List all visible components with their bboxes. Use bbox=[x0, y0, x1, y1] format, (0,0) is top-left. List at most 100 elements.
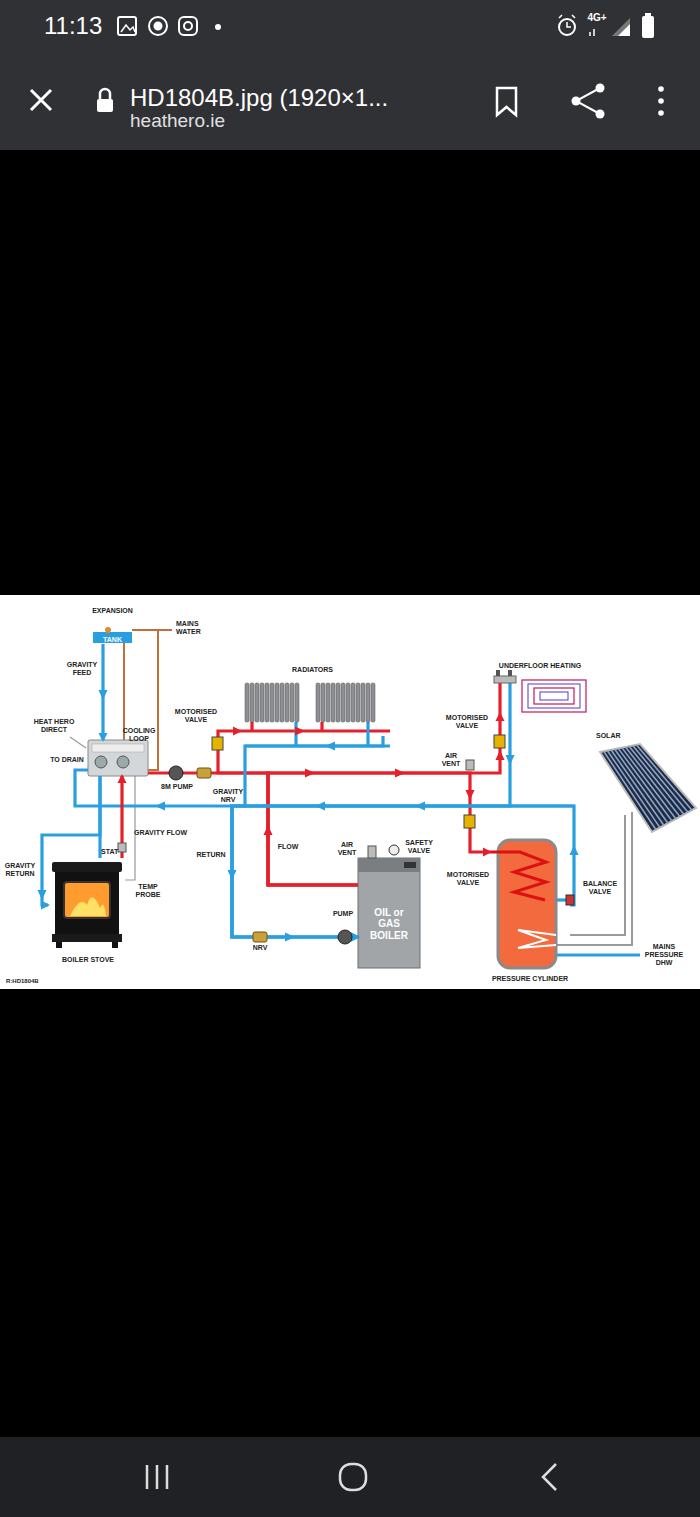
toolbar-icons bbox=[658, 98, 664, 104]
boiler-stove-figure bbox=[52, 862, 122, 948]
underfloor-figure bbox=[508, 670, 512, 676]
underfloor-figure bbox=[522, 680, 586, 712]
radiators: RADIATORS bbox=[240, 666, 385, 736]
pressure-cylinder: PRESSURE CYLINDER bbox=[490, 838, 570, 983]
boiler-stove-figure bbox=[52, 934, 122, 942]
toolbar-icons bbox=[658, 110, 664, 116]
solar-panel-figure bbox=[636, 745, 692, 810]
heat-hero-unit bbox=[88, 740, 148, 776]
vent-symbol bbox=[389, 845, 399, 855]
radiator-figure bbox=[260, 683, 264, 722]
flow-arrow bbox=[38, 690, 579, 942]
radiator-figure bbox=[290, 683, 294, 722]
status-icons bbox=[645, 13, 651, 17]
flow-arrow bbox=[496, 750, 505, 760]
pipe-connector bbox=[268, 773, 490, 885]
nav-bar bbox=[0, 1437, 700, 1517]
status-icons bbox=[642, 16, 654, 38]
flow-arrow bbox=[325, 742, 335, 751]
status-icons bbox=[567, 22, 571, 27]
part-label: R:HD1804B bbox=[6, 978, 66, 985]
node-label: PRESSURE CYLINDER bbox=[492, 975, 568, 983]
solar-panel-figure bbox=[629, 746, 684, 814]
node-label: UNDERFLOOR HEATING bbox=[499, 662, 581, 670]
top-bar bbox=[0, 0, 700, 150]
solar-panel-figure bbox=[633, 745, 688, 812]
solar-panel-figure bbox=[625, 747, 680, 817]
part-label: SAFETY VALVE bbox=[401, 839, 437, 855]
part-label: GRAVITY FLOW bbox=[134, 829, 196, 837]
status-icons bbox=[559, 19, 575, 35]
flow-arrow bbox=[315, 802, 325, 811]
flow-arrow bbox=[155, 802, 165, 811]
flow-arrow bbox=[295, 727, 305, 736]
heat-hero-unit bbox=[117, 756, 129, 768]
flow-arrow bbox=[395, 769, 405, 778]
radiator-figure bbox=[331, 683, 335, 722]
part-label: FLOW bbox=[275, 843, 301, 851]
boiler-stove-figure bbox=[56, 942, 62, 948]
cylinder-figure bbox=[518, 930, 556, 948]
part-label: GRAVITY NRV bbox=[208, 788, 248, 804]
heat-hero-unit bbox=[88, 740, 148, 776]
part-label: MAINS PRESSURE DHW bbox=[641, 943, 687, 967]
nav-buttons bbox=[340, 1464, 366, 1490]
valve-symbol bbox=[197, 768, 211, 778]
status-icons bbox=[118, 13, 654, 38]
pipe-connector bbox=[232, 736, 383, 937]
vent-symbol bbox=[466, 760, 474, 770]
underfloor-heating: UNDERFLOOR HEATING bbox=[490, 662, 590, 714]
status-icons bbox=[121, 25, 135, 32]
flow-arrow bbox=[264, 825, 273, 835]
toolbar-icons bbox=[576, 88, 600, 114]
part-label: MOTORISED VALVE bbox=[174, 708, 218, 724]
cylinder-figure bbox=[490, 852, 546, 900]
boiler-figure bbox=[358, 858, 420, 872]
status-icons bbox=[590, 29, 594, 36]
toolbar-icons bbox=[658, 86, 664, 92]
nav-buttons bbox=[147, 1465, 167, 1489]
radiator-figure bbox=[366, 683, 370, 722]
solar-collector: SOLAR bbox=[596, 732, 698, 836]
valve-symbol bbox=[253, 932, 267, 942]
part-label: AIR VENT bbox=[331, 841, 363, 857]
cylinder-figure bbox=[498, 840, 556, 968]
status-icons bbox=[559, 15, 575, 18]
radiator-figure bbox=[295, 683, 299, 722]
boiler-figure bbox=[404, 862, 416, 868]
boiler-figure bbox=[358, 858, 420, 968]
status-icons bbox=[618, 24, 630, 36]
heat-hero-unit: HEAT HERO DIRECT bbox=[88, 740, 148, 776]
boiler-stove-figure bbox=[52, 862, 122, 872]
boiler-figure bbox=[358, 858, 420, 968]
boiler-stove: BOILER STOVE bbox=[48, 858, 128, 964]
underfloor-figure bbox=[496, 670, 500, 676]
radiator-figure bbox=[280, 683, 284, 722]
pipework bbox=[624, 815, 626, 836]
pipework bbox=[245, 722, 390, 746]
node-label: RADIATORS bbox=[292, 666, 333, 674]
radiator-figure bbox=[245, 683, 375, 722]
solar-panel-figure bbox=[600, 744, 696, 832]
underfloor-figure bbox=[540, 692, 568, 700]
status-icons bbox=[155, 23, 162, 30]
probe-wire bbox=[125, 776, 135, 880]
screen-text: HD1804B.jpg (1920×1... bbox=[130, 84, 470, 112]
expansion-tank-figure bbox=[105, 627, 111, 633]
status-icons bbox=[215, 24, 221, 30]
boiler-stove-figure bbox=[64, 882, 110, 918]
flow-arrow bbox=[38, 890, 47, 900]
flow-arrow bbox=[466, 790, 475, 800]
toolbar-icons bbox=[100, 89, 110, 99]
expansion-tank-figure bbox=[93, 627, 132, 643]
part-label: GRAVITY RETURN bbox=[2, 862, 38, 878]
nav-buttons bbox=[147, 1464, 556, 1490]
radiator-figure bbox=[275, 683, 279, 722]
radiator-figure bbox=[265, 683, 269, 722]
pipework bbox=[556, 953, 640, 956]
oil-gas-boiler: OIL or GAS BOILER bbox=[358, 858, 420, 968]
expansion-tank-figure bbox=[93, 632, 132, 643]
status-icons bbox=[149, 17, 167, 35]
flow-arrow bbox=[570, 845, 579, 855]
pipe-connector bbox=[42, 776, 100, 905]
